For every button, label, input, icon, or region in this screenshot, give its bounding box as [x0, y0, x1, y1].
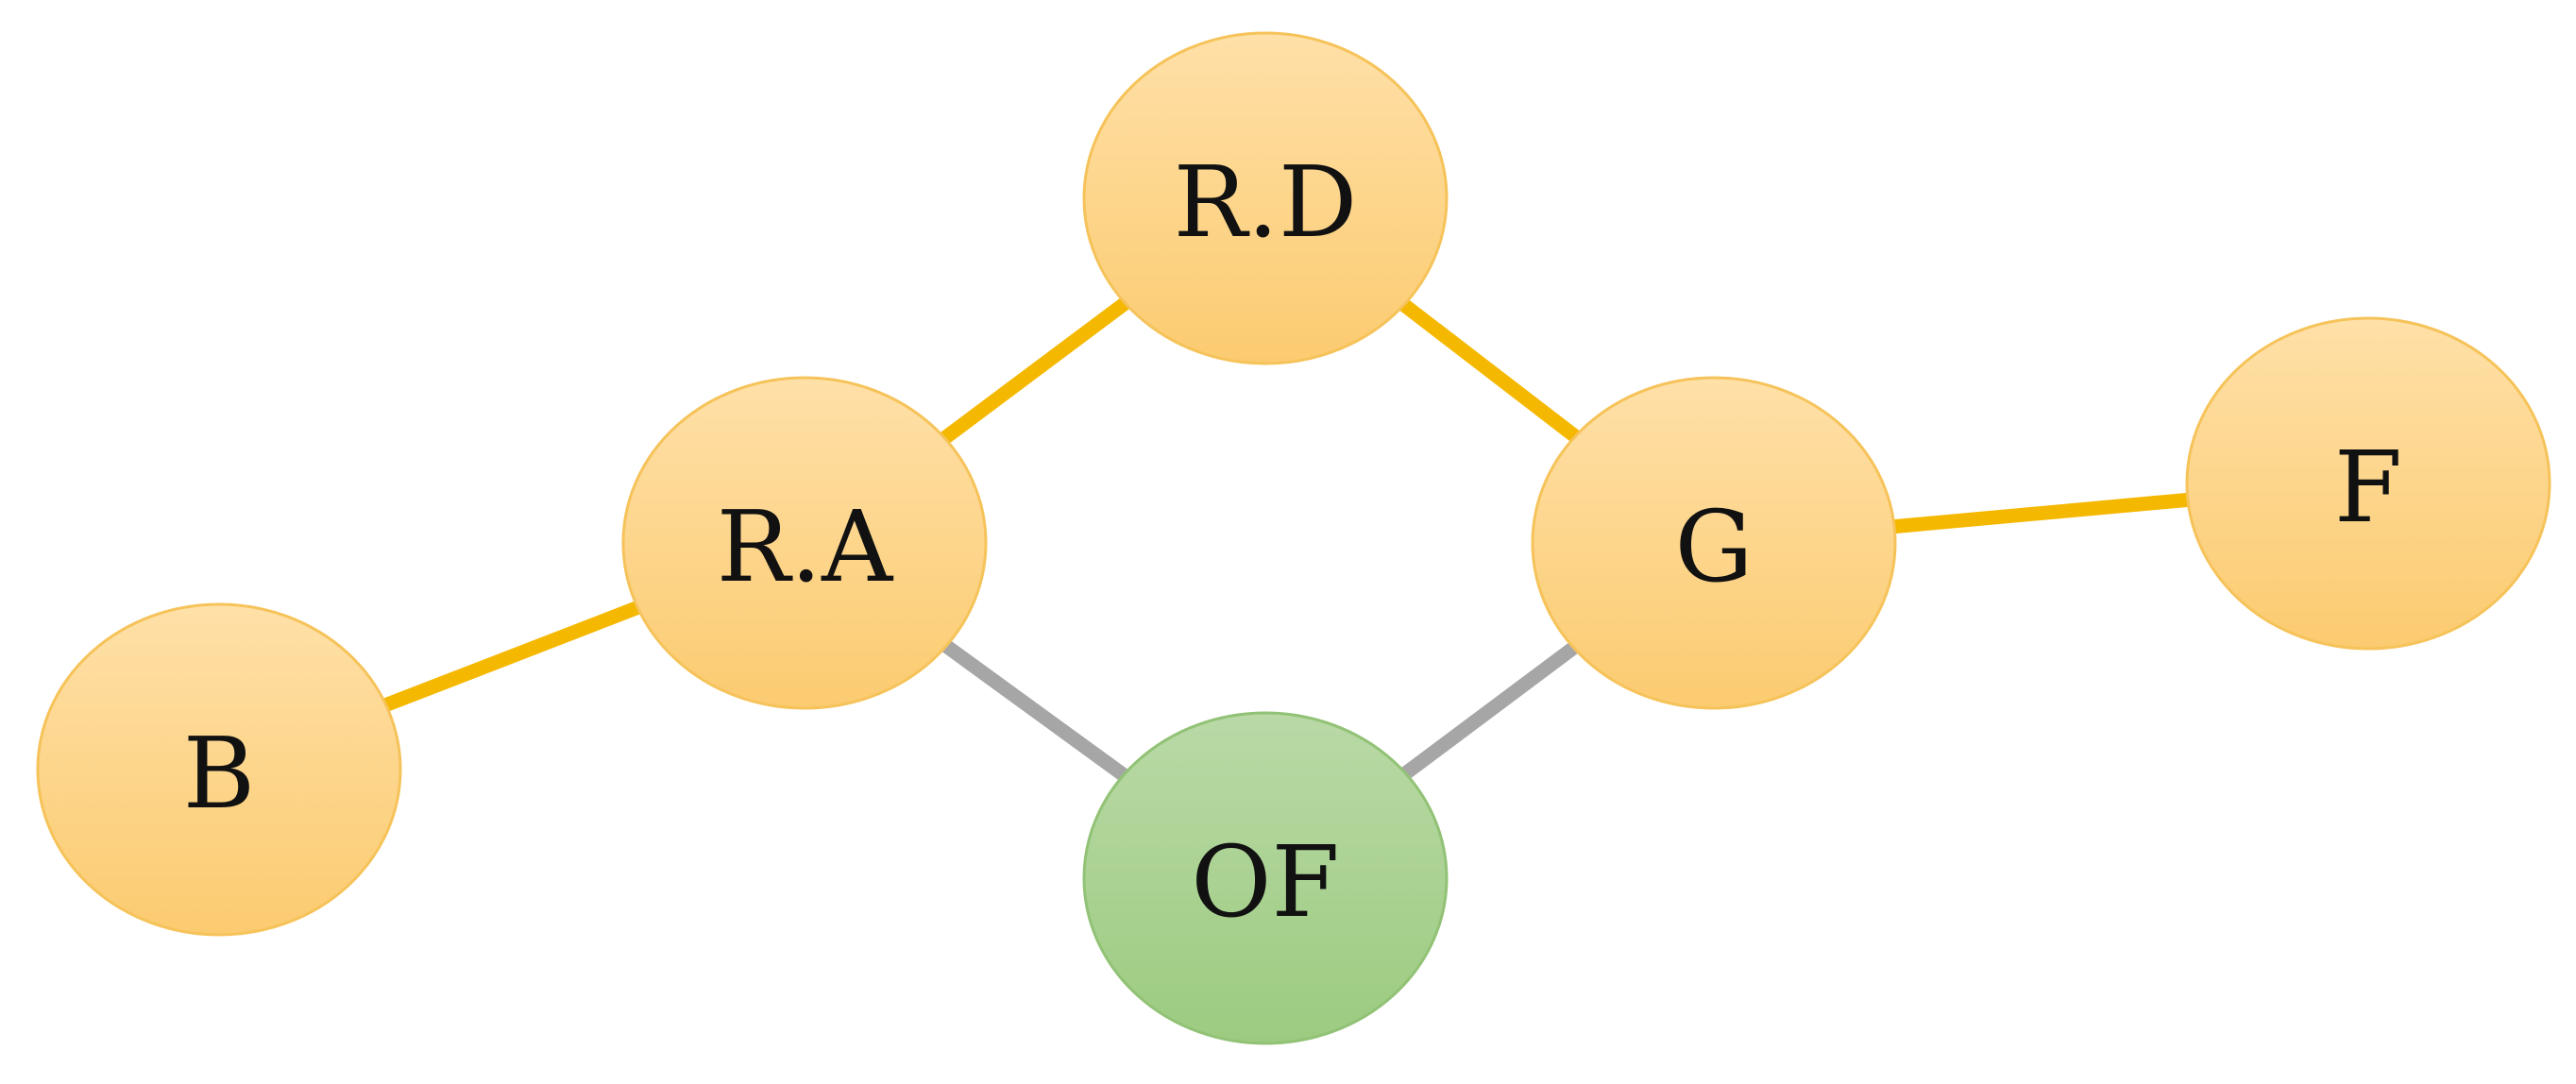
node-g-label: G [1674, 489, 1753, 604]
node-rd: R.D [1082, 31, 1449, 365]
node-of-label: OF [1191, 824, 1339, 940]
node-f: F [2185, 316, 2551, 651]
node-b-circle [36, 602, 402, 937]
node-of-circle [1082, 711, 1449, 1045]
node-g: G [1531, 376, 1897, 710]
node-rd-label: R.D [1174, 144, 1358, 260]
node-ra: R.A [621, 376, 988, 710]
node-g-circle [1531, 376, 1897, 710]
node-ra-circle [621, 376, 988, 710]
node-ra-label: R.A [717, 489, 894, 604]
node-of: OF [1082, 711, 1449, 1045]
node-b-label: B [183, 716, 255, 831]
node-rd-circle [1082, 31, 1449, 365]
node-f-circle [2185, 316, 2551, 651]
node-f-label: F [2334, 430, 2402, 545]
node-b: B [36, 602, 402, 937]
nodes-layer: B R.A R.D G F OF [36, 31, 2551, 1045]
